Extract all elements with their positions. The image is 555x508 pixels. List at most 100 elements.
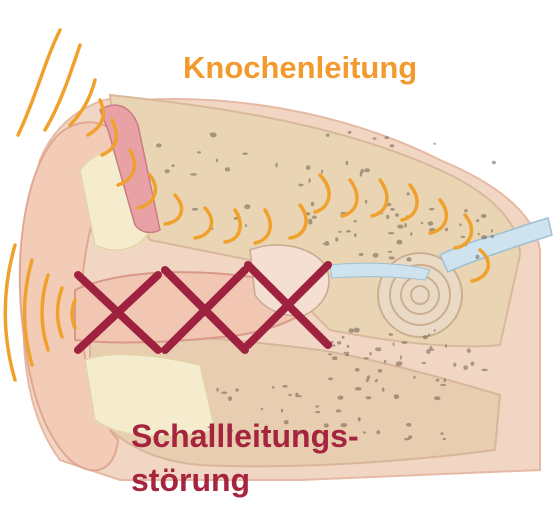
bone-pore <box>297 395 302 397</box>
bone-pore <box>328 353 332 355</box>
bone-pore <box>481 235 487 239</box>
bone-pore <box>275 163 277 168</box>
bone-pore <box>355 387 362 391</box>
bone-pore <box>363 431 366 433</box>
bone-pore <box>373 253 379 258</box>
bone-pore <box>375 347 382 351</box>
bone-pore <box>428 349 434 351</box>
bone-pore <box>210 133 212 135</box>
bone-pore <box>306 165 311 170</box>
bone-pore <box>436 379 440 382</box>
bone-pore <box>459 223 461 226</box>
bone-pore <box>242 153 248 155</box>
bone-pore <box>406 423 411 427</box>
bone-pore <box>375 379 378 382</box>
bone-pore <box>366 378 369 382</box>
bone-pore <box>338 231 342 233</box>
bone-pore <box>346 161 349 165</box>
bone-pore <box>359 253 364 256</box>
bone-pore <box>369 352 371 355</box>
bone-pore <box>172 164 175 167</box>
bone-conduction-label: Knochenleitung <box>183 50 417 86</box>
bone-pore <box>445 228 448 232</box>
bone-pore <box>406 257 411 261</box>
bone-pore <box>261 408 263 410</box>
bone-pore <box>445 344 447 347</box>
bone-pore <box>328 378 333 381</box>
bone-pore <box>348 131 352 134</box>
bone-pore <box>315 411 320 413</box>
bone-pore <box>360 172 362 177</box>
bone-pore <box>353 220 357 222</box>
bone-pore <box>461 236 466 238</box>
bone-pore <box>349 328 355 333</box>
bone-pore <box>401 341 407 344</box>
bone-pore <box>216 159 218 163</box>
bone-pore <box>394 394 399 399</box>
bone-pore <box>365 200 367 204</box>
bone-pore <box>298 184 303 187</box>
bone-pore <box>289 394 292 396</box>
bone-pore <box>354 328 360 333</box>
bone-pore <box>406 192 409 195</box>
bone-pore <box>476 219 479 222</box>
bone-pore <box>344 352 350 354</box>
bone-pore <box>244 204 250 209</box>
bone-pore <box>491 229 493 232</box>
bone-pore <box>332 356 338 360</box>
bone-pore <box>385 136 389 139</box>
bone-pore <box>428 334 430 337</box>
bone-pore <box>197 151 201 153</box>
bone-pore <box>192 208 198 211</box>
bone-pore <box>364 357 369 359</box>
bone-pore <box>376 430 380 434</box>
bone-pore <box>308 219 312 224</box>
bone-pore <box>245 224 247 227</box>
bone-pore <box>386 215 389 219</box>
bone-pore <box>311 202 315 207</box>
bone-pore <box>312 216 317 219</box>
bone-pore <box>378 369 382 373</box>
bone-pore <box>228 396 232 401</box>
bone-pore <box>337 396 343 400</box>
bone-pore <box>428 221 434 225</box>
bone-pore <box>408 435 412 439</box>
bone-pore <box>478 233 480 235</box>
bone-pore <box>395 213 399 217</box>
bone-pore <box>400 355 402 359</box>
bone-pore <box>346 230 351 233</box>
bone-pore <box>315 405 319 407</box>
bone-pore <box>388 251 392 253</box>
bone-pore <box>342 336 345 339</box>
bone-pore <box>216 388 218 392</box>
bone-pore <box>373 137 377 139</box>
bone-pore <box>165 169 170 173</box>
bone-pore <box>308 178 310 183</box>
bone-pore <box>235 388 238 391</box>
bone-pore <box>282 385 287 388</box>
bone-pore <box>434 329 436 332</box>
bone-pore <box>397 240 403 245</box>
bone-pore <box>429 208 434 211</box>
bone-pore <box>396 364 402 366</box>
bone-pore <box>389 333 394 336</box>
bone-pore <box>433 143 436 145</box>
bone-pore <box>397 225 403 229</box>
bone-pore <box>347 345 350 348</box>
bone-pore <box>156 143 162 147</box>
bone-pore <box>492 161 496 164</box>
bone-pore <box>366 396 372 399</box>
bone-pore <box>434 396 440 400</box>
bone-pore <box>390 208 394 211</box>
bone-pore <box>481 214 487 218</box>
bone-pore <box>467 349 471 353</box>
bone-pore <box>423 335 428 339</box>
bone-pore <box>393 343 395 346</box>
bone-pore <box>281 409 283 413</box>
bone-pore <box>390 144 395 147</box>
bone-pore <box>464 209 468 212</box>
bone-pore <box>388 232 395 234</box>
bone-pore <box>221 392 227 394</box>
bone-pore <box>421 222 423 224</box>
